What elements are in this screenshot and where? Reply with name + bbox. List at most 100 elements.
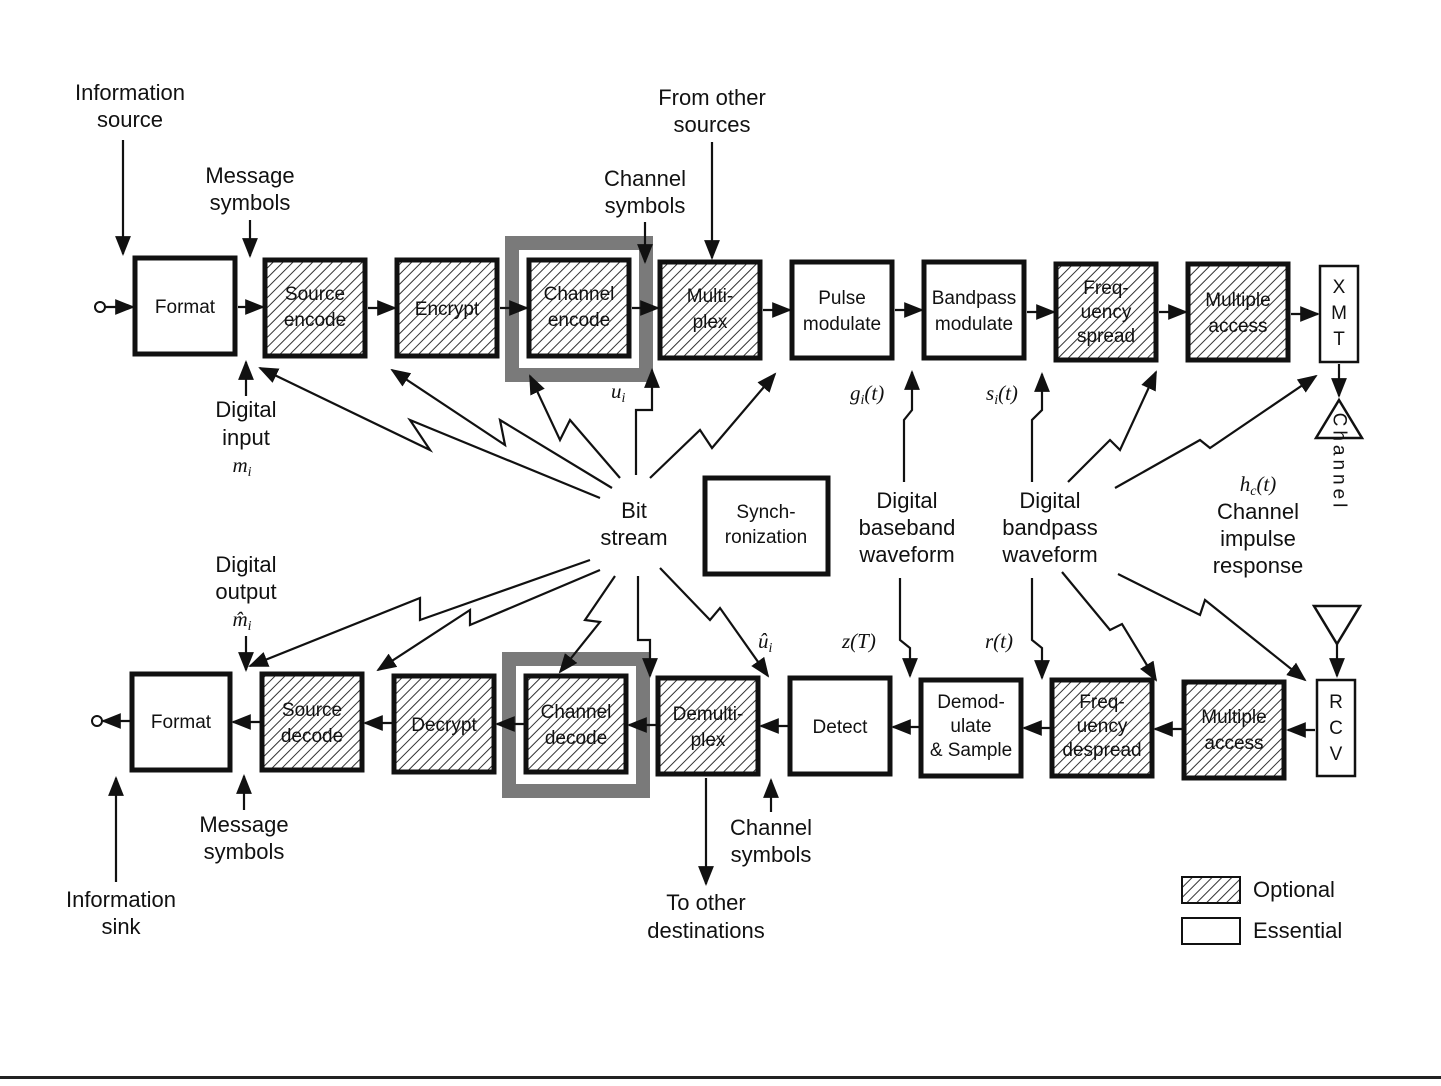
svg-text:Multiple: Multiple (1205, 290, 1270, 311)
svg-text:Demulti-: Demulti- (673, 704, 744, 725)
svg-text:encode: encode (284, 310, 346, 331)
svg-text:Digital: Digital (876, 488, 937, 513)
svg-text:uency: uency (1077, 716, 1128, 737)
svg-text:Message: Message (205, 163, 294, 188)
block-multiple-access-top: Multiple access (1185, 261, 1291, 363)
svg-text:Information: Information (66, 887, 176, 912)
label-channel-symbols-top: Channel symbols (604, 166, 686, 218)
svg-text:despread: despread (1062, 740, 1141, 761)
svg-text:Channel: Channel (544, 284, 615, 305)
label-bit-stream: Bit stream (600, 498, 667, 550)
svg-text:Encrypt: Encrypt (415, 299, 480, 320)
svg-text:encode: encode (548, 310, 610, 331)
input-terminal (94, 301, 106, 313)
svg-text:Channel: Channel (730, 815, 812, 840)
label-digital-output: Digital output m̂i (215, 552, 276, 634)
svg-text:symbols: symbols (731, 842, 812, 867)
svg-text:Format: Format (155, 297, 216, 318)
svg-text:Digital: Digital (215, 397, 276, 422)
svg-text:impulse: impulse (1220, 526, 1296, 551)
label-from-other-sources: From other sources (658, 85, 766, 137)
svg-text:Format: Format (151, 712, 212, 733)
svg-text:response: response (1213, 553, 1304, 578)
svg-text:Decrypt: Decrypt (411, 715, 477, 736)
receive-antenna-icon (1311, 604, 1363, 647)
block-xmt: X M T (1318, 264, 1360, 364)
block-bandpass-modulate: Bandpass modulate (921, 259, 1027, 361)
svg-text:mi: mi (232, 453, 251, 480)
svg-text:Detect: Detect (813, 717, 869, 738)
svg-text:T: T (1333, 329, 1345, 350)
svg-text:V: V (1330, 744, 1343, 765)
legend: Optional Essential (1181, 876, 1342, 945)
svg-text:ulate: ulate (950, 716, 991, 737)
block-rcv: R C V (1315, 678, 1357, 778)
label-u-hat-i: ûi (758, 629, 773, 656)
svg-text:waveform: waveform (1001, 542, 1097, 567)
block-channel-decode: Channel decode (523, 673, 629, 775)
svg-text:hc(t): hc(t) (1240, 472, 1277, 499)
label-to-other-destinations: To other destinations (647, 890, 764, 943)
svg-text:baseband: baseband (859, 515, 956, 540)
svg-text:Multi-: Multi- (687, 286, 733, 307)
svg-text:Freq-: Freq- (1079, 692, 1124, 713)
svg-text:decode: decode (281, 726, 343, 747)
svg-text:waveform: waveform (858, 542, 954, 567)
label-message-symbols-top: Message symbols (205, 163, 294, 215)
block-encrypt: Encrypt (394, 257, 500, 359)
block-source-decode: Source decode (259, 671, 365, 773)
block-demodulate-sample: Demod- ulate & Sample (918, 677, 1024, 779)
svg-text:ronization: ronization (725, 527, 807, 548)
svg-text:To other: To other (666, 890, 746, 915)
label-information-source: Information source (75, 80, 185, 132)
svg-text:m̂i: m̂i (232, 607, 251, 634)
block-detect: Detect (787, 675, 893, 777)
svg-text:uency: uency (1081, 302, 1132, 323)
svg-text:Source: Source (282, 700, 342, 721)
svg-text:plex: plex (693, 312, 728, 333)
label-channel-vertical: Channel (1329, 413, 1350, 512)
svg-text:From other: From other (658, 85, 766, 110)
svg-text:Information: Information (75, 80, 185, 105)
label-g-i-t: gi(t) (850, 381, 884, 408)
svg-text:modulate: modulate (935, 314, 1013, 335)
svg-text:C: C (1329, 718, 1343, 739)
svg-text:symbols: symbols (204, 839, 285, 864)
svg-text:decode: decode (545, 728, 607, 749)
svg-text:symbols: symbols (210, 190, 291, 215)
block-format-top: Format (132, 255, 238, 357)
svg-text:sink: sink (101, 914, 141, 939)
svg-text:Channel: Channel (604, 166, 686, 191)
label-r-t: r(t) (985, 629, 1013, 653)
svg-text:access: access (1204, 733, 1263, 754)
svg-text:Multiple: Multiple (1201, 707, 1266, 728)
label-channel-symbols-bottom: Channel symbols (730, 815, 812, 867)
svg-text:Channel: Channel (1217, 499, 1299, 524)
block-synchronization: Synch- ronization (702, 475, 831, 577)
legend-optional-label: Optional (1253, 877, 1335, 902)
svg-text:modulate: modulate (803, 314, 881, 335)
legend-optional-swatch (1181, 876, 1241, 904)
svg-text:M: M (1331, 303, 1347, 324)
svg-text:access: access (1208, 316, 1267, 337)
block-frequency-despread: Freq- uency despread (1049, 677, 1155, 779)
svg-text:source: source (97, 107, 163, 132)
block-frequency-spread: Freq- uency spread (1053, 261, 1159, 363)
svg-text:Source: Source (285, 284, 345, 305)
block-source-encode: Source encode (262, 257, 368, 359)
block-pulse-modulate: Pulse modulate (789, 259, 895, 361)
svg-text:& Sample: & Sample (930, 740, 1012, 761)
svg-text:Bandpass: Bandpass (932, 288, 1017, 309)
svg-text:Message: Message (199, 812, 288, 837)
label-u-i: ui (611, 379, 626, 406)
block-format-bottom: Format (129, 671, 233, 773)
svg-text:Synch-: Synch- (736, 502, 795, 523)
svg-text:spread: spread (1077, 326, 1135, 347)
label-z-t: z(T) (841, 629, 876, 653)
legend-essential-label: Essential (1253, 918, 1342, 943)
label-digital-baseband-waveform: Digital baseband waveform (858, 488, 955, 567)
label-s-i-t: si(t) (986, 381, 1018, 408)
block-multiple-access-bottom: Multiple access (1181, 679, 1287, 781)
label-message-symbols-bottom: Message symbols (199, 812, 288, 864)
